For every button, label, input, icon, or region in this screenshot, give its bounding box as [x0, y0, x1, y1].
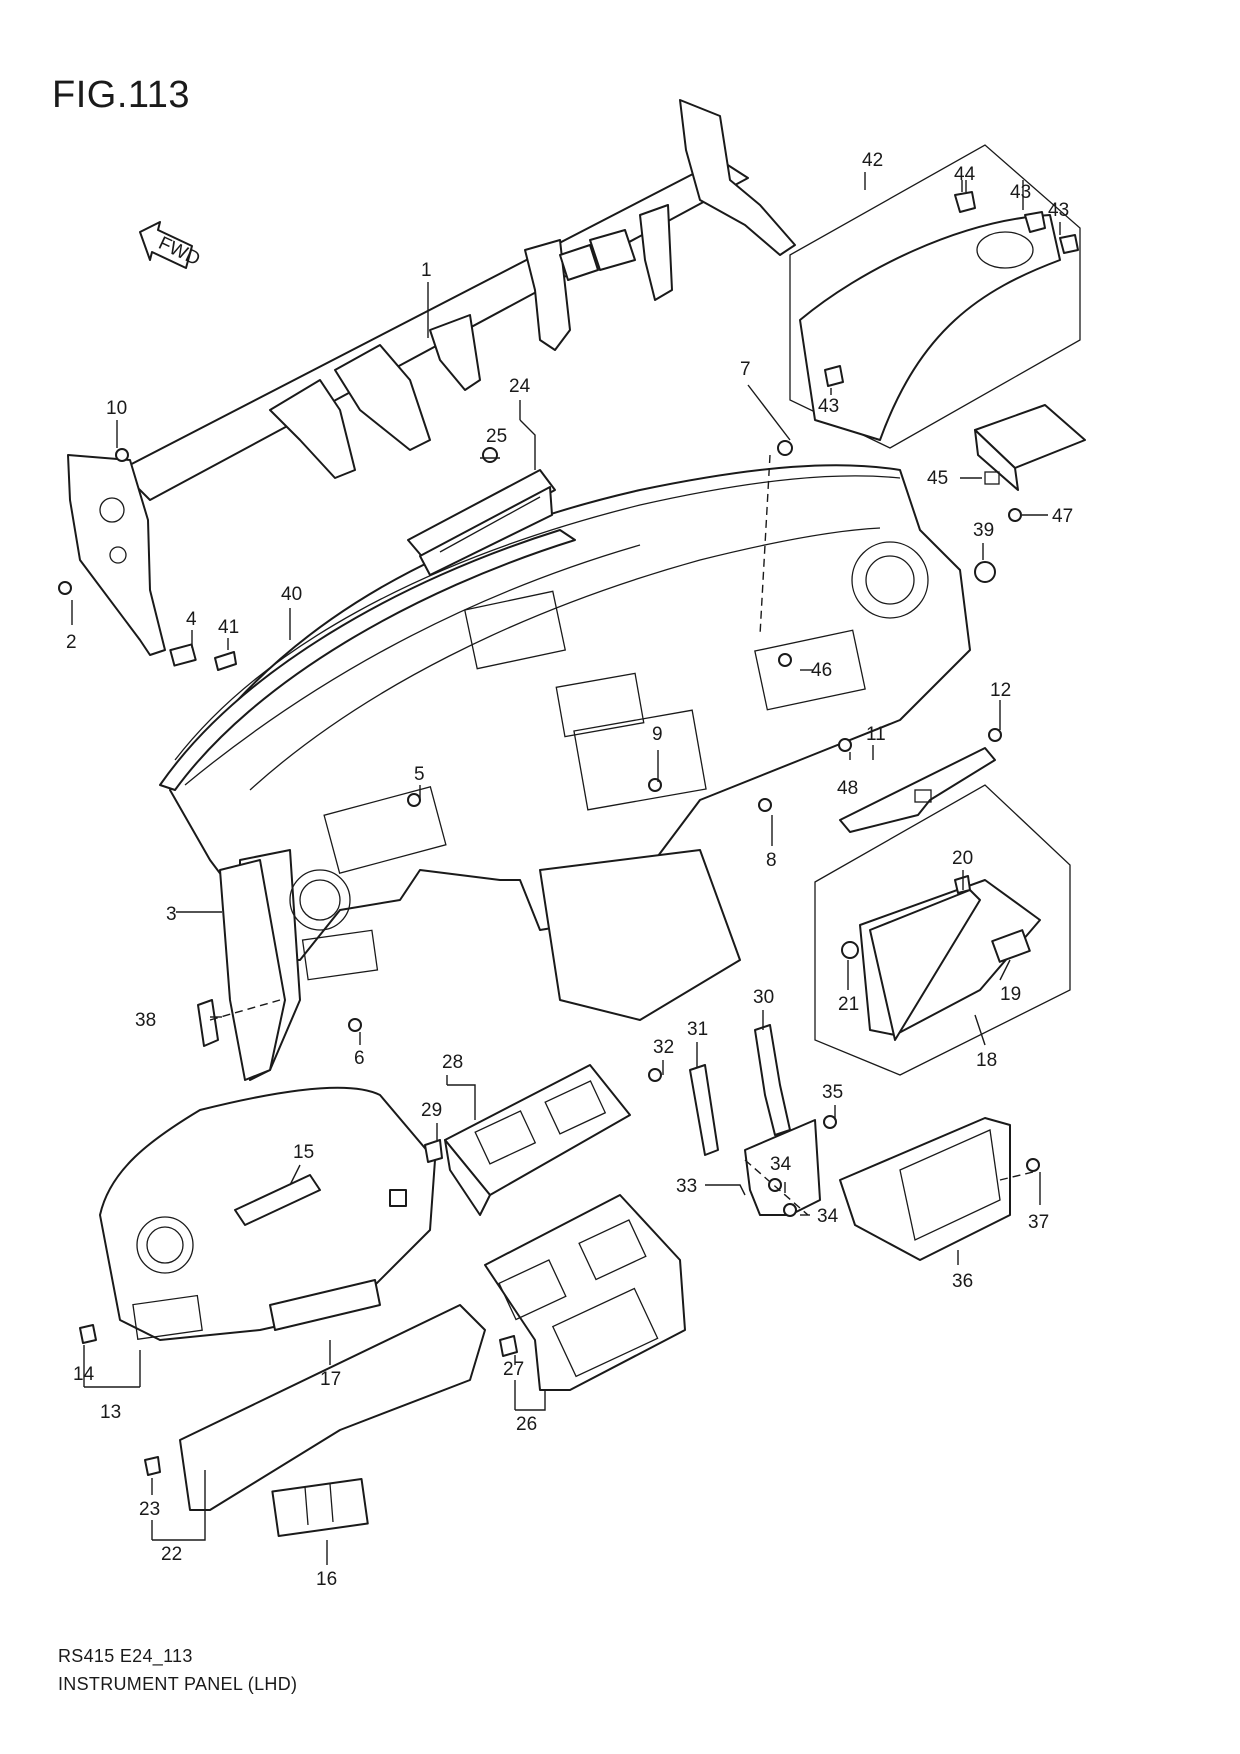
callout-1: 1 [421, 260, 432, 281]
callout-30: 30 [753, 987, 774, 1008]
callout-24: 24 [509, 376, 531, 397]
part-glovebox-group [814, 784, 1071, 1076]
callout-36: 36 [952, 1271, 973, 1292]
callout-19: 19 [1000, 984, 1021, 1005]
part-clip-39 [974, 561, 996, 583]
callout-32: 32 [653, 1037, 674, 1058]
part-side-panel-left [219, 859, 286, 1081]
callout-42: 42 [862, 150, 883, 171]
callout-2: 2 [66, 632, 77, 653]
figure-title: FIG.113 [52, 74, 190, 116]
callout-16: 16 [316, 1569, 337, 1590]
callout-6: 6 [354, 1048, 365, 1069]
callout-12: 12 [990, 680, 1011, 701]
part-center-vent [444, 1064, 631, 1216]
callout-43-c: 43 [818, 396, 839, 417]
part-storage-pocket [839, 1117, 1011, 1261]
part-cluster-bezel [99, 1086, 436, 1341]
callout-13: 13 [100, 1402, 121, 1423]
part-airbag-lid-group [789, 144, 1081, 449]
part-defroster-garnish [159, 529, 576, 791]
leader-lines [71, 172, 1061, 1565]
part-upper-center-vent [407, 469, 556, 576]
callout-41: 41 [218, 617, 239, 638]
part-brackets-30-33 [689, 1024, 821, 1216]
callout-44: 44 [954, 164, 976, 185]
callout-43-a: 43 [1010, 182, 1031, 203]
callout-25: 25 [486, 426, 507, 447]
callout-15: 15 [293, 1142, 314, 1163]
callout-8: 8 [766, 850, 777, 871]
part-instrument-panel [169, 464, 971, 1081]
part-center-garnish [484, 1194, 686, 1391]
part-lower-panel [144, 1304, 486, 1511]
part-switch-bezel [271, 1477, 369, 1538]
figure-description: INSTRUMENT PANEL (LHD) [58, 1674, 298, 1694]
callout-21: 21 [838, 994, 859, 1015]
dashed-leader-lines [209, 454, 1034, 1216]
callout-5: 5 [414, 764, 425, 785]
callout-20: 20 [952, 848, 973, 869]
callout-4: 4 [186, 609, 197, 630]
callout-47: 47 [1052, 506, 1073, 527]
fwd-arrow-icon: FWD [139, 221, 203, 270]
callout-37: 37 [1028, 1212, 1049, 1233]
callout-43-b: 43 [1048, 200, 1069, 221]
callout-28: 28 [442, 1052, 463, 1073]
callout-labels: 1 2 3 4 5 6 7 8 9 10 11 12 13 14 15 16 1… [66, 150, 1073, 1590]
fasteners [58, 440, 1040, 1357]
callout-38: 38 [135, 1010, 156, 1031]
callout-45: 45 [927, 468, 948, 489]
callout-40: 40 [281, 584, 302, 605]
callout-22: 22 [161, 1544, 182, 1565]
part-side-cap [197, 999, 219, 1047]
callout-18: 18 [976, 1050, 997, 1071]
figure-code: RS415 E24_113 [58, 1646, 193, 1666]
callout-48: 48 [837, 778, 858, 799]
callout-34-lower: 34 [817, 1206, 839, 1227]
callout-27: 27 [503, 1359, 524, 1380]
callout-39: 39 [973, 520, 994, 541]
callout-10: 10 [106, 398, 127, 419]
callout-11: 11 [866, 724, 886, 745]
part-airbag-module [974, 404, 1086, 491]
part-cross-car-beam [67, 99, 796, 656]
callout-34-upper: 34 [770, 1154, 792, 1175]
callout-7: 7 [740, 359, 751, 380]
callout-35: 35 [822, 1082, 843, 1103]
part-bracket-11 [839, 747, 996, 833]
callout-46: 46 [811, 660, 832, 681]
callout-3: 3 [166, 904, 177, 925]
callout-29: 29 [421, 1100, 442, 1121]
callout-31: 31 [687, 1019, 708, 1040]
callout-14: 14 [73, 1364, 95, 1385]
callout-26: 26 [516, 1414, 537, 1435]
callout-9: 9 [652, 724, 663, 745]
callout-17: 17 [320, 1369, 341, 1390]
callout-33: 33 [676, 1176, 697, 1197]
callout-23: 23 [139, 1499, 160, 1520]
